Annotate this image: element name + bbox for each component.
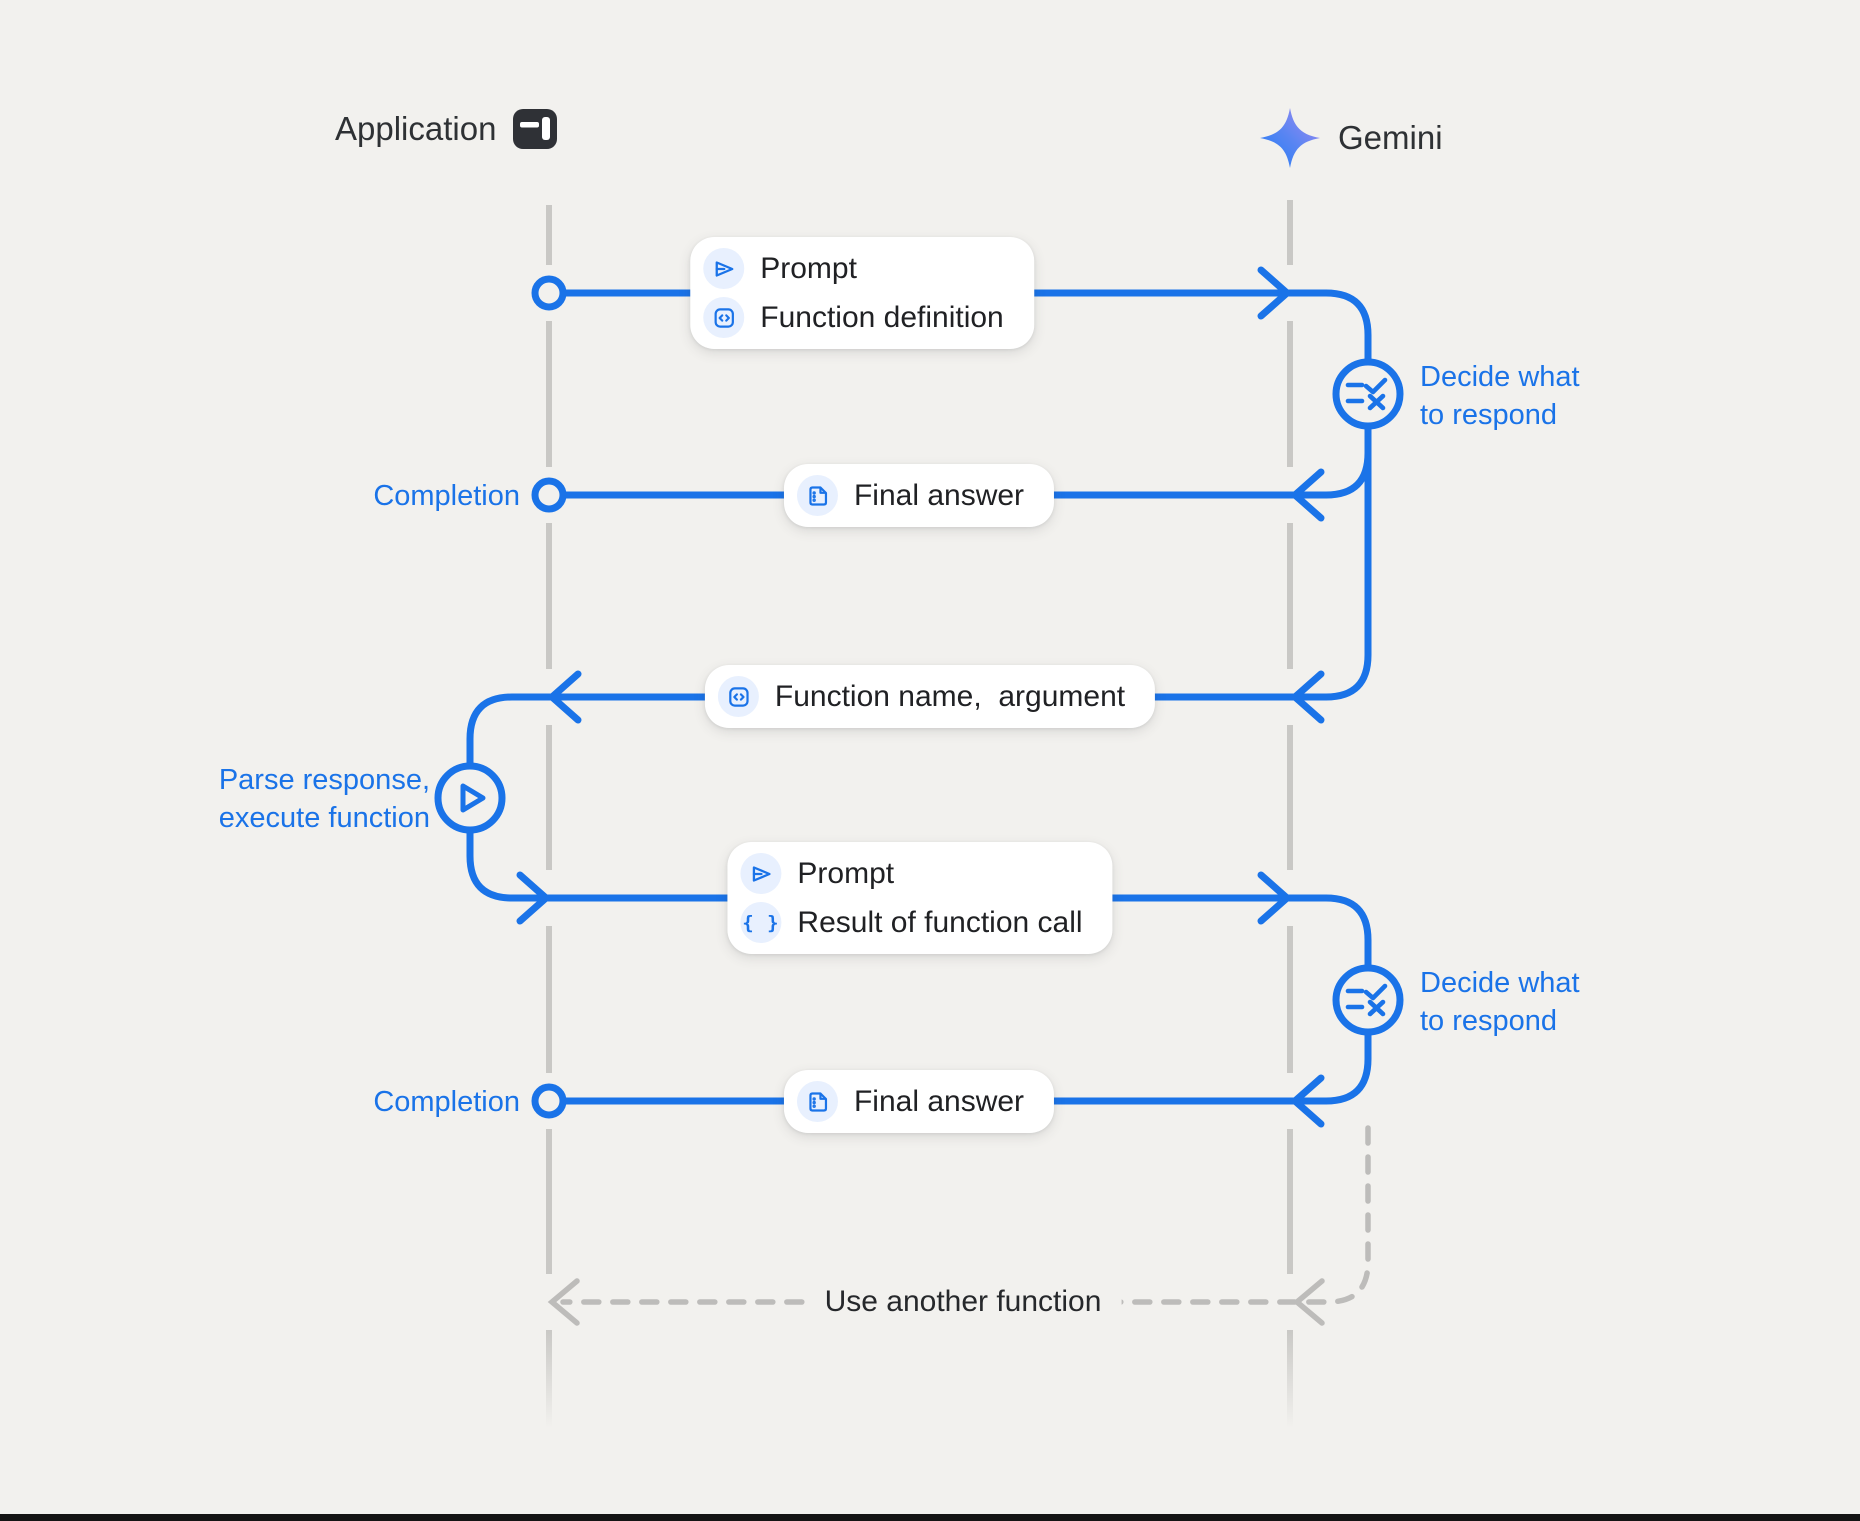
message-row: Final answer — [796, 475, 1025, 516]
message-box-prompt-result: Prompt { } Result of function call — [727, 842, 1113, 954]
arrowhead-right-gemini-1 — [1257, 266, 1291, 320]
send-icon — [740, 853, 782, 894]
decide-node-1 — [1332, 358, 1404, 430]
arrowhead-left-gemini-2 — [1291, 670, 1325, 724]
rule-icon — [1345, 377, 1388, 411]
send-icon — [703, 248, 745, 289]
message-label: Prompt — [797, 857, 895, 890]
parse-execute-label: Parse response, execute function — [218, 764, 430, 834]
decide-label-2: Decide what to respond — [1420, 967, 1580, 1037]
use-another-function-path — [547, 1125, 1371, 1326]
message-label: Final answer — [853, 479, 1025, 512]
message-flows — [466, 266, 1372, 1128]
message-box-final-answer-1: Final answer — [783, 464, 1055, 527]
use-another-function-label: Use another function — [804, 1283, 1122, 1321]
actor-gemini: Gemini — [1258, 106, 1443, 170]
completion-label-2: Completion — [373, 1086, 520, 1118]
message-row: Final answer — [796, 1081, 1025, 1122]
bottom-border-bar — [0, 1514, 1860, 1521]
application-label: Application — [335, 110, 497, 147]
completion-circle-1 — [531, 477, 567, 513]
endpoint-circles — [531, 275, 567, 1119]
play-icon — [460, 783, 486, 813]
arrowhead-right-application-1 — [516, 871, 550, 925]
actor-application: Application — [335, 107, 558, 151]
message-label: Function name, argument — [774, 680, 1126, 713]
completion-label-1: Completion — [373, 480, 520, 512]
message-row: Function definition — [703, 297, 1004, 338]
braces-icon: { } — [740, 902, 782, 943]
message-box-final-answer-2: Final answer — [783, 1070, 1055, 1133]
note-icon — [796, 1081, 838, 1122]
arrowhead-left-gemini-1 — [1291, 468, 1325, 522]
gemini-star-icon — [1260, 108, 1320, 168]
flow-prompt-definition — [545, 289, 1372, 365]
message-box-prompt-definition: Prompt Function definition — [690, 237, 1034, 349]
flow-final-answer-2 — [545, 1029, 1372, 1105]
message-label: Function definition — [760, 301, 1004, 334]
message-box-function-name: Function name, argument — [704, 665, 1156, 728]
rule-icon — [1345, 983, 1388, 1017]
code-icon — [717, 676, 759, 717]
note-icon — [796, 475, 838, 516]
message-row: Function name, argument — [717, 676, 1126, 717]
message-label: Result of function call — [797, 906, 1083, 939]
message-row: Prompt — [740, 853, 1082, 894]
decide-label-1: Decide what to respond — [1420, 361, 1580, 431]
decide-node-2 — [1332, 964, 1404, 1036]
arrowhead-left-application-dashed — [547, 1278, 580, 1326]
app-window-icon — [513, 109, 558, 149]
arrowhead-left-gemini-3 — [1291, 1074, 1325, 1128]
start-circle-prompt — [531, 275, 567, 311]
completion-circle-2 — [531, 1083, 567, 1119]
code-icon — [703, 297, 745, 338]
arrowhead-left-gemini-dashed — [1292, 1278, 1325, 1326]
message-label: Prompt — [760, 252, 857, 285]
message-row: { } Result of function call — [740, 902, 1083, 943]
message-row: Prompt — [703, 248, 1004, 289]
arrowhead-right-gemini-2 — [1257, 871, 1291, 925]
message-label: Final answer — [853, 1085, 1025, 1118]
arrowhead-left-application-1 — [548, 670, 582, 724]
execute-node — [434, 762, 506, 834]
gemini-label: Gemini — [1338, 119, 1443, 156]
